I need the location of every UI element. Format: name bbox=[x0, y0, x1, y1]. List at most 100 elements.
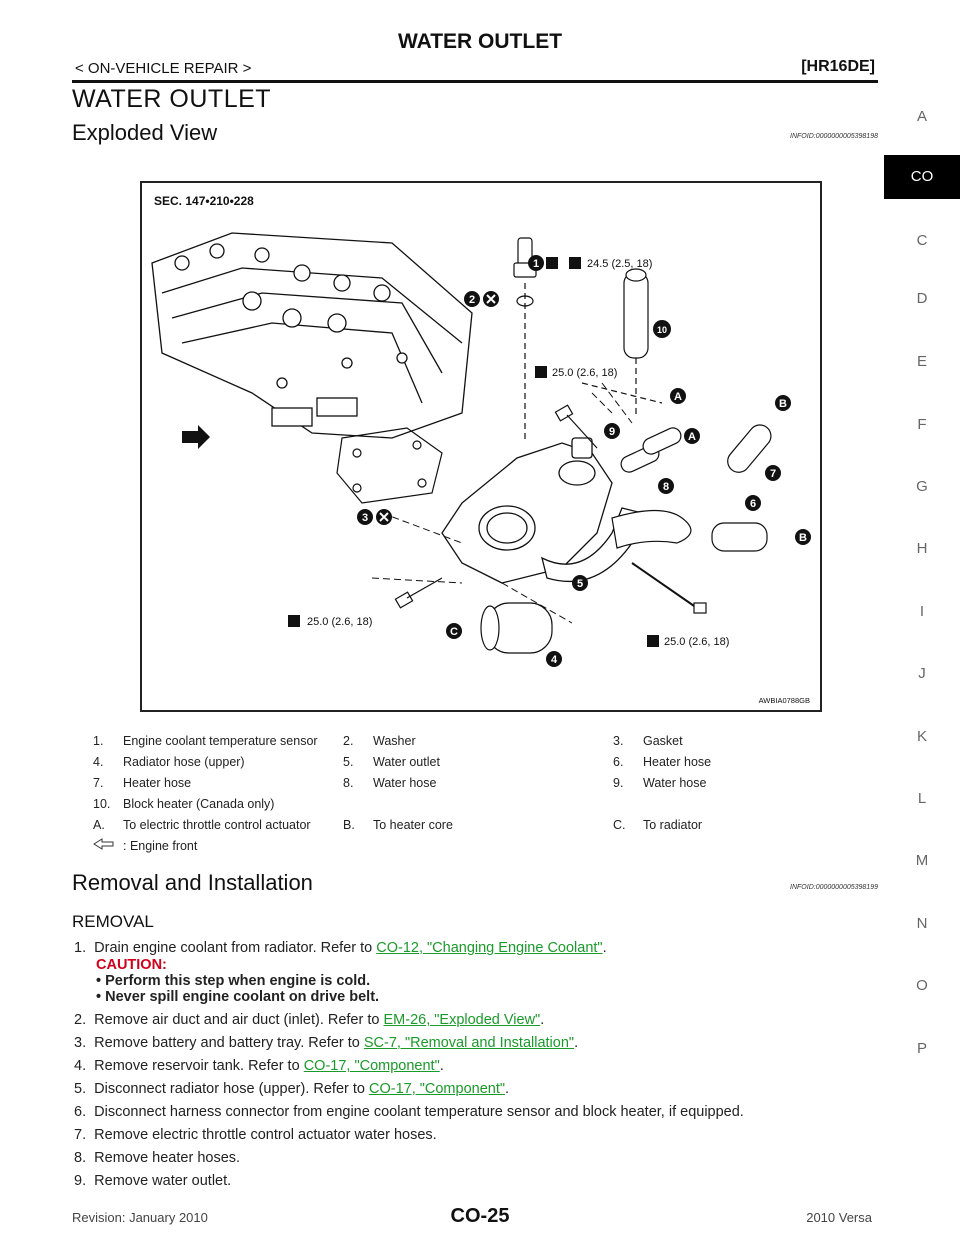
legend-text: To electric throttle control actuator bbox=[123, 817, 311, 832]
exploded-view-heading-text: Exploded View bbox=[72, 120, 218, 145]
step-text: Drain engine coolant from radiator. Refe… bbox=[94, 940, 377, 956]
header-rule bbox=[72, 80, 878, 83]
side-index-item[interactable]: F bbox=[917, 416, 927, 433]
block-heater-drawing bbox=[623, 268, 649, 418]
no-reuse-icons bbox=[376, 291, 499, 525]
engine-front-label: : Engine front bbox=[123, 838, 198, 853]
callout-label: A bbox=[688, 431, 696, 443]
side-index-item[interactable]: N bbox=[916, 915, 928, 932]
hose-drawings bbox=[581, 382, 772, 552]
step-text: Remove heater hoses. bbox=[94, 1150, 241, 1166]
callout-C: C bbox=[446, 623, 462, 639]
list-item: 8. Remove heater hoses. bbox=[74, 1150, 744, 1166]
callout-label: 10 bbox=[657, 325, 667, 335]
reference-link[interactable]: CO-12, "Changing Engine Coolant" bbox=[376, 940, 603, 956]
removal-info-id: INFOID:0000000005398199 bbox=[790, 884, 878, 891]
side-index-active-tab[interactable]: CO bbox=[884, 155, 960, 199]
engine-front-arrow-icon bbox=[93, 838, 114, 850]
table-row: 10. Block heater (Canada only) bbox=[93, 793, 711, 814]
side-index-item[interactable]: H bbox=[916, 540, 928, 557]
legend-number: 7. bbox=[93, 775, 104, 790]
step-number: 8. bbox=[74, 1150, 87, 1166]
legend-number: A. bbox=[93, 817, 105, 832]
step-number: 3. bbox=[74, 1035, 87, 1051]
reference-link[interactable]: EM-26, "Exploded View" bbox=[383, 1012, 541, 1028]
side-index-item[interactable]: M bbox=[915, 852, 929, 869]
gasket-drawing bbox=[336, 427, 443, 504]
step-number: 4. bbox=[74, 1058, 87, 1074]
callout-3: 3 bbox=[357, 509, 373, 525]
callout-6: 6 bbox=[745, 495, 761, 511]
leader-lines bbox=[371, 382, 633, 624]
reference-link[interactable]: SC-7, "Removal and Installation" bbox=[363, 1035, 575, 1051]
callout-label: 2 bbox=[469, 294, 475, 306]
side-index-item[interactable]: L bbox=[917, 790, 927, 807]
footer-page-number: CO-25 bbox=[450, 1205, 510, 1227]
side-index-item[interactable]: O bbox=[916, 977, 928, 994]
legend-text: Engine coolant temperature sensor bbox=[123, 733, 318, 748]
removal-subheading: REMOVAL bbox=[72, 912, 154, 931]
caution-item: • Never spill engine coolant on drive be… bbox=[96, 989, 380, 1005]
list-item: 9. Remove water outlet. bbox=[74, 1173, 744, 1189]
bolt-drawings bbox=[394, 404, 707, 614]
callout-1: 1 bbox=[528, 255, 544, 271]
side-index-item[interactable]: A bbox=[916, 108, 927, 125]
torque-label-outlet: 25.0 (2.6, 18) bbox=[552, 367, 617, 379]
reference-link[interactable]: CO-17, "Component" bbox=[368, 1081, 506, 1097]
callout-8: 8 bbox=[658, 478, 674, 494]
callout-label: 6 bbox=[750, 498, 756, 510]
breadcrumb: < ON-VEHICLE REPAIR > bbox=[75, 60, 252, 77]
torque-icons bbox=[288, 257, 659, 647]
step-punct: . bbox=[574, 1035, 579, 1051]
side-index-item[interactable]: J bbox=[918, 665, 926, 682]
side-index-item[interactable]: C bbox=[916, 232, 928, 249]
section-ref-label: SEC. 147•210•228 bbox=[154, 194, 254, 208]
legend-text: Block heater (Canada only) bbox=[123, 796, 275, 811]
step-number: 1. bbox=[74, 940, 87, 956]
exploded-view-figure: SEC. 147•210•228 bbox=[140, 181, 822, 712]
legend-text: Gasket bbox=[643, 733, 683, 748]
legend-text: To heater core bbox=[373, 817, 453, 832]
side-index-item[interactable]: E bbox=[916, 353, 927, 370]
table-row: : Engine front bbox=[93, 835, 711, 856]
side-index-item[interactable]: G bbox=[916, 478, 928, 495]
footer-model: 2010 Versa bbox=[806, 1210, 872, 1225]
side-index-item[interactable]: D bbox=[916, 290, 928, 307]
callout-9: 9 bbox=[604, 423, 620, 439]
legend-text: Washer bbox=[373, 733, 416, 748]
legend-text bbox=[643, 793, 711, 814]
water-outlet-drawing bbox=[441, 437, 643, 584]
callout-label: B bbox=[779, 398, 787, 410]
legend-number: 4. bbox=[93, 754, 104, 769]
callout-5: 5 bbox=[572, 575, 588, 591]
legend-text: Heater hose bbox=[643, 754, 712, 769]
engine-code: [HR16DE] bbox=[801, 58, 875, 75]
legend-text: Water outlet bbox=[373, 754, 440, 769]
side-index-item[interactable]: K bbox=[916, 728, 927, 745]
table-row: 7. Heater hose 8. Water hose 9. Water ho… bbox=[93, 772, 711, 793]
legend-number: 3. bbox=[613, 733, 624, 748]
section-title: WATER OUTLET bbox=[72, 85, 272, 113]
step-text: Remove battery and battery tray. Refer t… bbox=[94, 1035, 364, 1051]
step-text: Remove electric throttle control actuato… bbox=[94, 1127, 437, 1143]
callout-label: 4 bbox=[551, 654, 558, 666]
caution-block: CAUTION: • Perform this step when engine… bbox=[96, 957, 744, 1005]
side-index-item[interactable]: P bbox=[916, 1040, 927, 1057]
side-index-item[interactable]: I bbox=[919, 603, 925, 620]
step-text: Remove water outlet. bbox=[94, 1173, 232, 1189]
legend-text: To radiator bbox=[643, 817, 703, 832]
legend-text bbox=[373, 793, 613, 814]
step-punct: . bbox=[602, 940, 607, 956]
step-text: Remove reservoir tank. Refer to bbox=[94, 1058, 304, 1074]
legend-number bbox=[343, 793, 373, 814]
callout-label: A bbox=[674, 391, 682, 403]
callout-label: 8 bbox=[663, 481, 669, 493]
step-punct: . bbox=[505, 1081, 510, 1097]
callout-B-lower: B bbox=[795, 529, 811, 545]
list-item: 5. Disconnect radiator hose (upper). Ref… bbox=[74, 1081, 744, 1097]
reference-link[interactable]: CO-17, "Component" bbox=[303, 1058, 440, 1074]
step-text: Remove air duct and air duct (inlet). Re… bbox=[94, 1012, 384, 1028]
cylinder-head-drawing bbox=[151, 232, 473, 439]
callout-A-lower: A bbox=[684, 428, 700, 444]
legend-text: Water hose bbox=[643, 775, 707, 790]
